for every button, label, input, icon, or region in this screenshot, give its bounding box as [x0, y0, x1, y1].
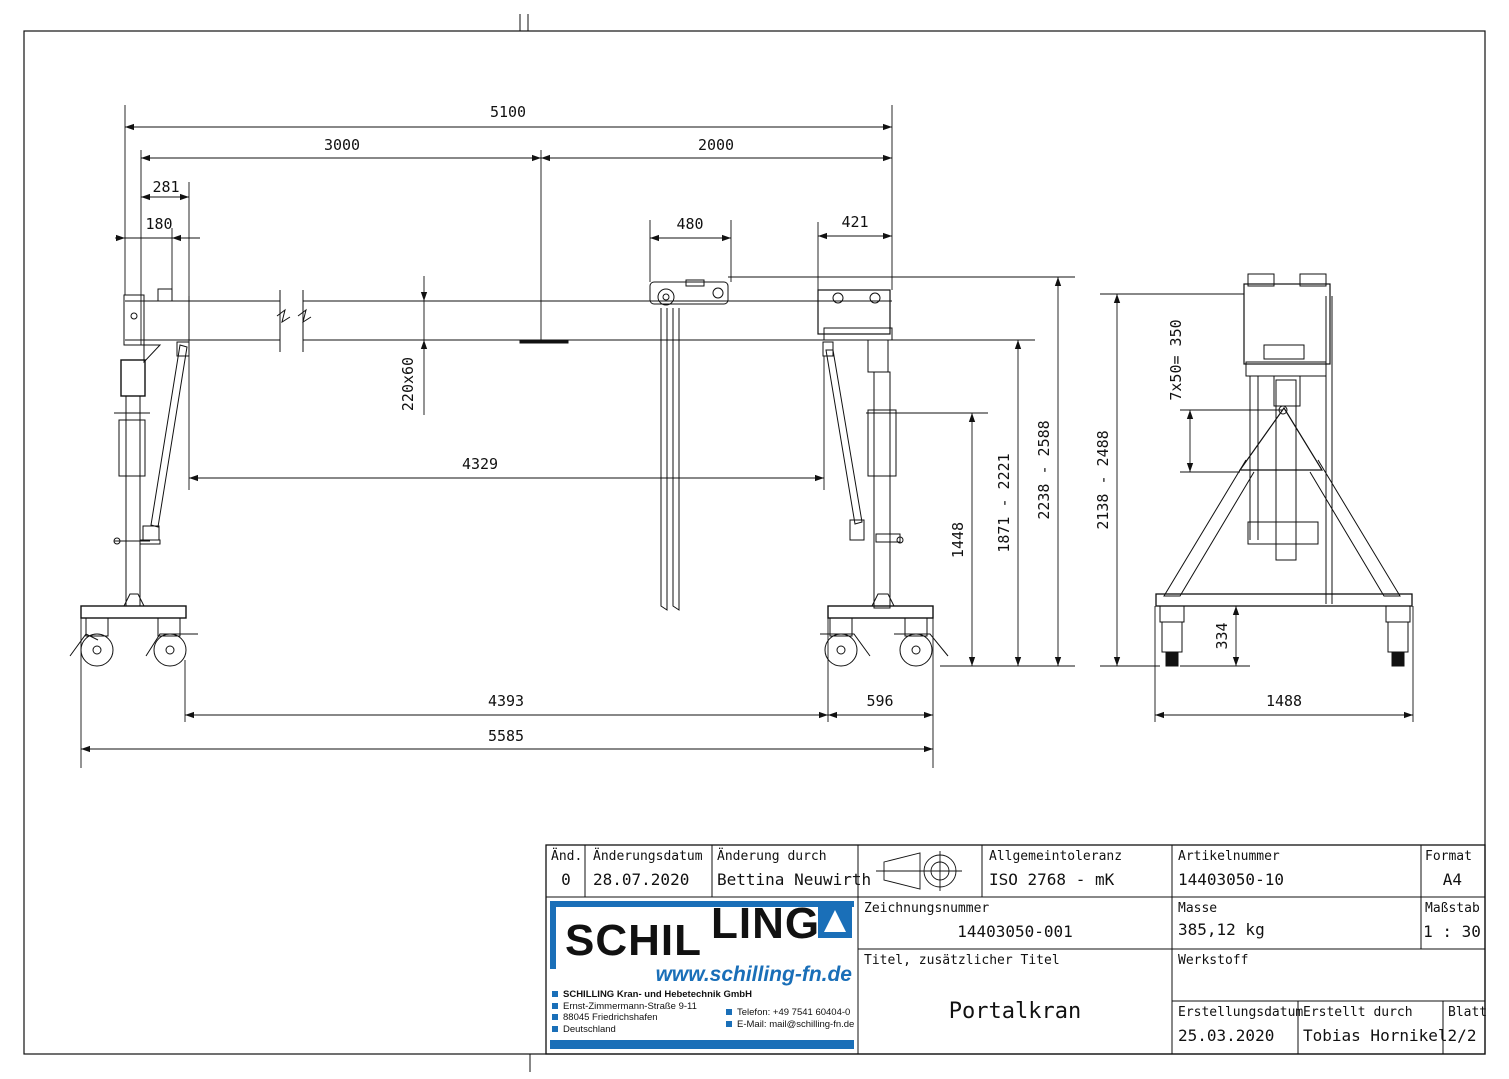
dim-track-width: 1488: [1266, 692, 1302, 710]
main-beam: [125, 288, 892, 352]
value-tolerance: ISO 2768 - mK: [989, 870, 1115, 889]
value-change-date: 28.07.2020: [593, 870, 689, 889]
dim-span-right: 2000: [698, 136, 734, 154]
label-article: Artikelnummer: [1178, 849, 1280, 864]
left-leg: [69, 294, 198, 667]
company-phone: Telefon: +49 7541 60404-0: [737, 1007, 850, 1018]
label-sheet: Blatt: [1448, 1005, 1487, 1020]
trolley: [519, 279, 729, 611]
value-mass: 385,12 kg: [1178, 920, 1265, 939]
dim-wheelbase-inner: 4393: [488, 692, 524, 710]
side-view: [1155, 273, 1413, 667]
company-email: E-Mail: mail@schilling-fn.de: [737, 1019, 854, 1030]
value-article: 14403050-10: [1178, 870, 1284, 889]
dim-beam-profile: 220x60: [399, 357, 417, 411]
company-logo: SCHIL LING www.schilling-fn.de SCHILLING…: [550, 899, 854, 1049]
label-mass: Masse: [1178, 901, 1217, 916]
logo-triangle-icon: [818, 904, 852, 938]
dim-overall-span: 5100: [490, 103, 526, 121]
value-created-by: Tobias Hornikel: [1303, 1026, 1448, 1045]
label-title: Titel, zusätzlicher Titel: [864, 953, 1060, 968]
right-leg: [817, 289, 949, 667]
dimension-lines: [80, 105, 1414, 768]
company-url: www.schilling-fn.de: [656, 963, 853, 986]
dim-right-head: 421: [841, 213, 868, 231]
label-created-by: Erstellt durch: [1303, 1005, 1413, 1020]
dimension-labels: 5100 3000 2000 281 180 480 421 220x60 43…: [145, 103, 1302, 745]
dim-overall-length: 5585: [488, 727, 524, 745]
dim-height-range-1: 1871 - 2221: [995, 453, 1013, 552]
value-changed-by: Bettina Neuwirth: [717, 870, 871, 889]
label-material: Werkstoff: [1178, 953, 1248, 968]
dim-281: 281: [152, 178, 179, 196]
label-created-date: Erstellungsdatum: [1178, 1005, 1303, 1020]
value-drawing-no: 14403050-001: [957, 922, 1073, 941]
value-scale: 1 : 30: [1423, 922, 1481, 941]
label-scale: Maßstab: [1425, 901, 1480, 916]
logo-text-left: SCHIL: [565, 916, 702, 965]
dim-base-height: 334: [1213, 622, 1231, 649]
value-sheet: 2/2: [1448, 1026, 1477, 1045]
value-created-date: 25.03.2020: [1178, 1026, 1274, 1045]
dim-trolley-width: 480: [676, 215, 703, 233]
label-change-date: Änderungsdatum: [593, 848, 703, 864]
dim-180: 180: [145, 215, 172, 233]
label-tolerance: Allgemeintoleranz: [989, 849, 1122, 864]
dim-height-1448: 1448: [949, 522, 967, 558]
title-block: Änd. Änderungsdatum Änderung durch Allge…: [545, 844, 1487, 1055]
front-view: [69, 279, 949, 667]
dim-hole-pitch: 7x50= 350: [1167, 319, 1185, 400]
label-format: Format: [1425, 849, 1472, 864]
label-rev: Änd.: [551, 848, 582, 864]
dim-span-left: 3000: [324, 136, 360, 154]
dim-height-range-2: 2238 - 2588: [1035, 420, 1053, 519]
dim-wheel-spacing: 596: [866, 692, 893, 710]
dim-side-height-range: 2138 - 2488: [1094, 430, 1112, 529]
company-city: 88045 Friedrichshafen: [563, 1012, 658, 1023]
projection-symbol-icon: [876, 851, 962, 891]
value-format: A4: [1443, 870, 1462, 889]
dim-clear-width: 4329: [462, 455, 498, 473]
label-drawing-no: Zeichnungsnummer: [864, 901, 989, 916]
company-country: Deutschland: [563, 1024, 616, 1035]
company-name: SCHILLING Kran- und Hebetechnik GmbH: [563, 989, 752, 1000]
company-street: Ernst-Zimmermann-Straße 9-11: [563, 1001, 697, 1012]
value-title: Portalkran: [949, 999, 1081, 1024]
value-rev: 0: [561, 870, 571, 889]
logo-text-right: LING: [711, 899, 820, 948]
label-changed-by: Änderung durch: [717, 848, 827, 864]
